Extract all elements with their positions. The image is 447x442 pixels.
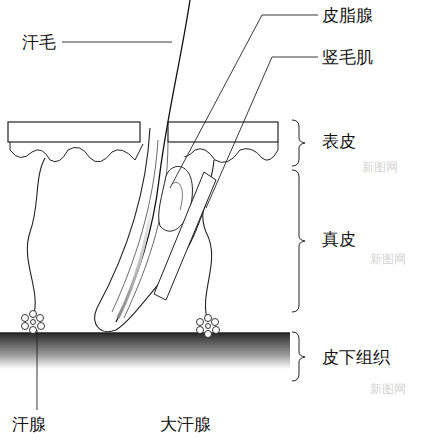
leader-line bbox=[37, 15, 318, 410]
part-label: 汗毛 bbox=[22, 32, 56, 52]
watermark: 新图网 bbox=[370, 252, 406, 266]
layer-label: 皮下组织 bbox=[322, 347, 390, 367]
part-label: 大汗腺 bbox=[160, 414, 211, 434]
hair-follicle bbox=[95, 128, 214, 332]
watermark: 新图网 bbox=[362, 160, 398, 174]
part-label: 竖毛肌 bbox=[322, 47, 373, 67]
band-edge bbox=[0, 332, 290, 334]
hair-shaft bbox=[116, 0, 190, 322]
watermark: 新图网 bbox=[370, 382, 406, 396]
hair-root bbox=[118, 200, 152, 318]
part-label: 汗腺 bbox=[12, 414, 46, 434]
sweat-duct bbox=[27, 158, 45, 318]
sweat-gland-coil bbox=[22, 311, 45, 334]
part-label: 皮脂腺 bbox=[322, 5, 373, 25]
sebaceous-gland bbox=[172, 182, 182, 210]
layer-label: 表皮 bbox=[322, 131, 356, 151]
layer-bracket bbox=[292, 120, 305, 381]
layer-label: 真皮 bbox=[322, 229, 356, 249]
arrector-muscle bbox=[154, 172, 216, 300]
dermal-wave bbox=[10, 142, 143, 162]
apocrine-gland-coil bbox=[197, 315, 220, 338]
epidermis-layer bbox=[168, 122, 278, 142]
epidermis-layer bbox=[8, 122, 140, 142]
subcutaneous-band bbox=[0, 333, 290, 369]
